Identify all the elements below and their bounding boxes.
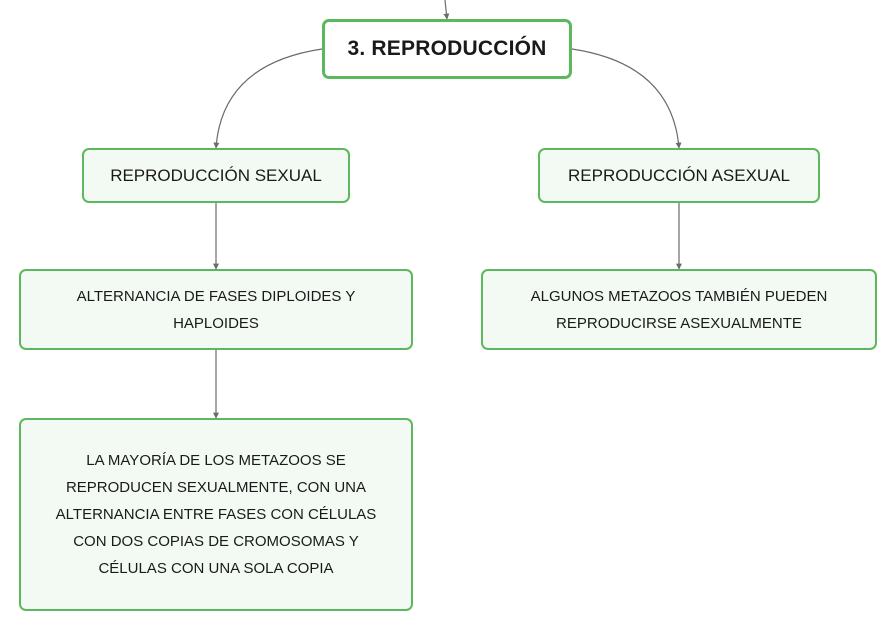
sexual-reproduction-node[interactable]: REPRODUCCIÓN SEXUAL bbox=[82, 148, 350, 203]
root-node[interactable]: 3. REPRODUCCIÓN bbox=[322, 19, 572, 79]
connector-parent-to-root bbox=[443, 0, 450, 20]
asexual-reproduction-node[interactable]: REPRODUCCIÓN ASEXUAL bbox=[538, 148, 820, 203]
sexual-reproduction-label: REPRODUCCIÓN SEXUAL bbox=[110, 165, 322, 185]
connector-root-to-sexual bbox=[213, 48, 323, 149]
asexual-reproduction-label: REPRODUCCIÓN ASEXUAL bbox=[568, 165, 790, 185]
sexual-metazoans-detail-node[interactable]: LA MAYORÍA DE LOS METAZOOS SE REPRODUCEN… bbox=[19, 418, 413, 611]
connector-root-to-asexual bbox=[571, 48, 682, 149]
root-node-label: 3. REPRODUCCIÓN bbox=[347, 37, 547, 60]
asexual-metazoans-node[interactable]: ALGUNOS METAZOOS TAMBIÉN PUEDEN REPRODUC… bbox=[481, 269, 877, 350]
phase-alternation-label: ALTERNANCIA DE FASES DIPLOIDES Y HAPLOID… bbox=[76, 287, 356, 332]
phase-alternation-node[interactable]: ALTERNANCIA DE FASES DIPLOIDES Y HAPLOID… bbox=[19, 269, 413, 350]
asexual-metazoans-label: ALGUNOS METAZOOS TAMBIÉN PUEDEN REPRODUC… bbox=[530, 287, 828, 332]
sexual-metazoans-detail-label: LA MAYORÍA DE LOS METAZOOS SE REPRODUCEN… bbox=[55, 452, 377, 577]
